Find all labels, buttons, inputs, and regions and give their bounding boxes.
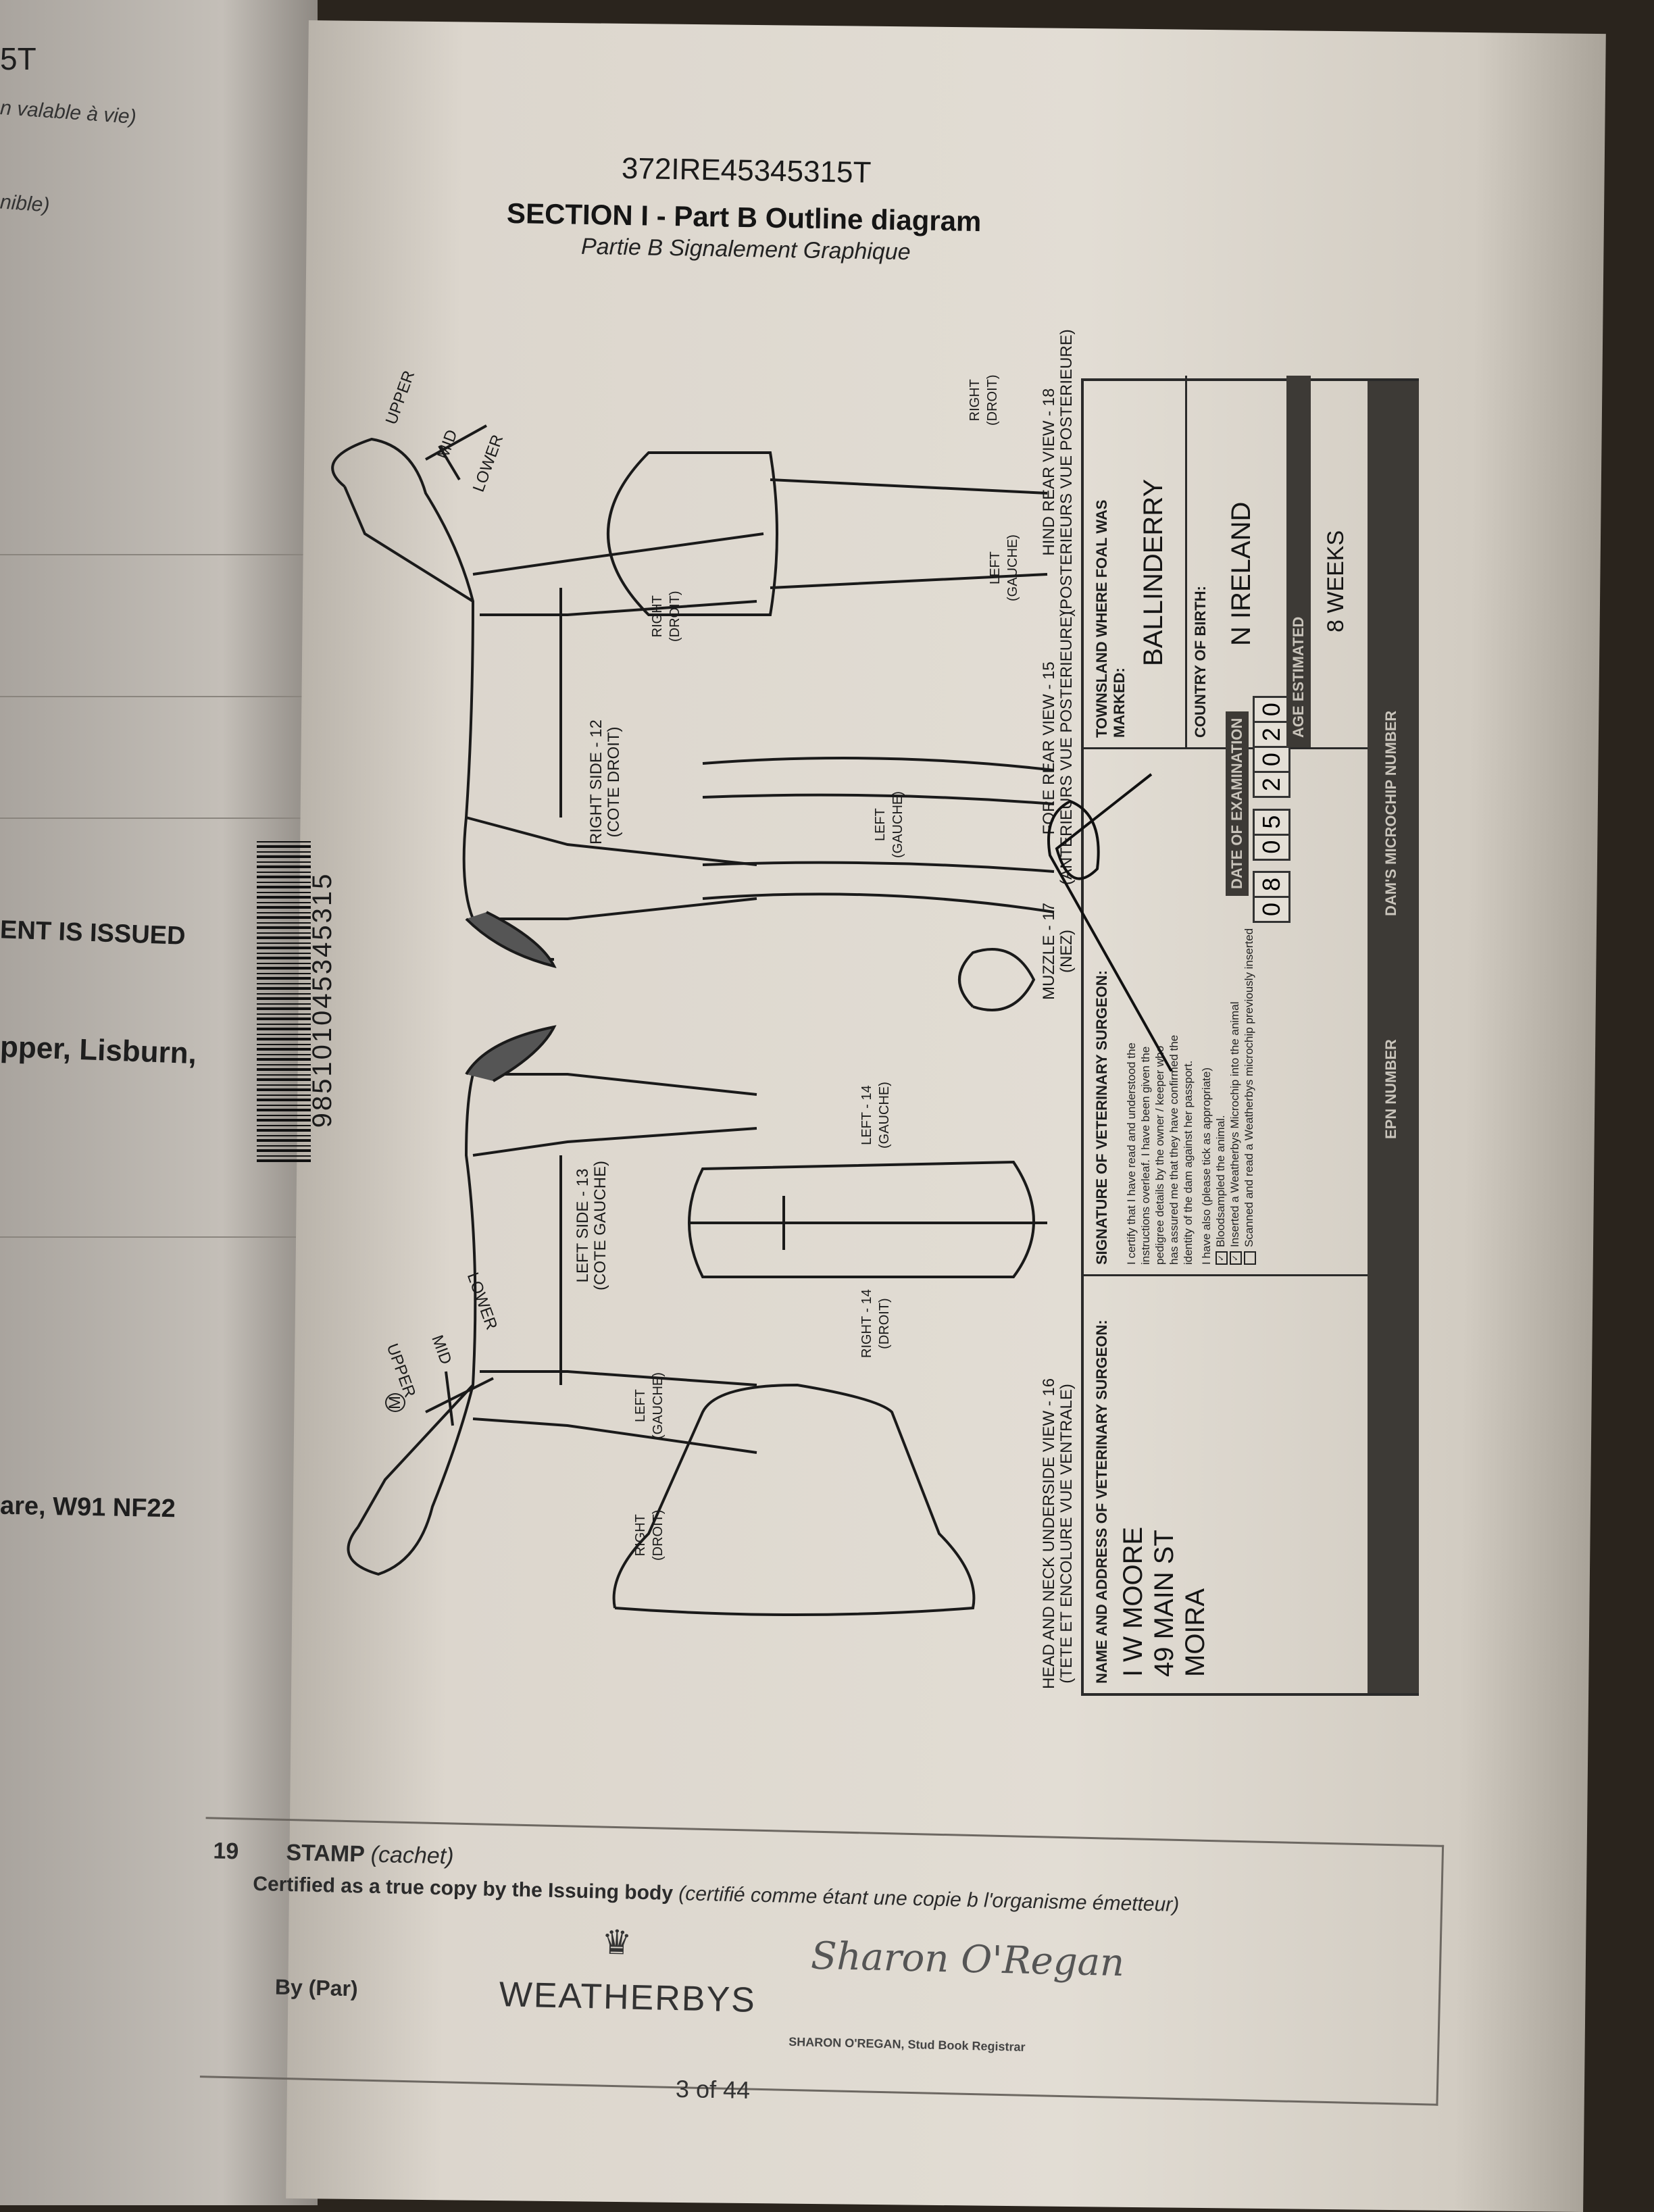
page-number: 3 of 44 bbox=[675, 2075, 751, 2104]
townsland-label: TOWNSLAND WHERE FOAL WAS MARKED: bbox=[1093, 499, 1128, 738]
vet-street: 49 MAIN ST bbox=[1149, 1530, 1179, 1677]
hind-view-label: HIND REAR VIEW - 18(POSTERIEURS VUE POST… bbox=[1040, 329, 1076, 615]
hind-left-label: LEFT(GAUCHE) bbox=[988, 534, 1020, 601]
left-side-tail bbox=[465, 1025, 557, 1082]
hind-right-label: RIGHT(DROIT) bbox=[968, 374, 1000, 426]
by-label: By (Par) bbox=[274, 1974, 359, 2001]
barcode bbox=[257, 838, 311, 1162]
country-label: COUNTRY OF BIRTH: bbox=[1192, 586, 1209, 738]
head-underside-view bbox=[612, 1383, 976, 1616]
age-label: AGE ESTIMATED bbox=[1286, 376, 1311, 747]
head-neck-view-label: HEAD AND NECK UNDERSIDE VIEW - 16(TETE E… bbox=[1040, 1378, 1076, 1689]
left-fragment: nible) bbox=[0, 191, 51, 217]
muzzle-view bbox=[958, 948, 1036, 1011]
bottom-band: EPN NUMBER DAM'S MICROCHIP NUMBER bbox=[1368, 381, 1419, 1693]
tick-microchip-scanned[interactable] bbox=[1243, 1251, 1256, 1265]
top-left-label: LEFT - 14(GAUCHE) bbox=[859, 1082, 892, 1149]
fore-legs-view bbox=[702, 757, 1055, 913]
outline-diagram: 985101045345315 UPPER MID LOWER UPPER MI… bbox=[257, 329, 1419, 1696]
vet-address-cell: NAME AND ADDRESS OF VETERINARY SURGEON: … bbox=[1084, 1274, 1368, 1693]
left-fragment: n valable à vie) bbox=[0, 97, 137, 128]
left-fragment: pper, Lisburn, bbox=[0, 1030, 197, 1071]
head-right-label: RIGHT(DROIT) bbox=[633, 1509, 666, 1561]
left-side-label: LEFT SIDE - 13(COTE GAUCHE) bbox=[574, 1161, 609, 1290]
vet-signature bbox=[1047, 773, 1173, 1072]
right-side-horse bbox=[331, 437, 764, 961]
divider bbox=[0, 554, 311, 555]
barcode-number: 985101045345315 bbox=[307, 872, 337, 1128]
townsland-value: BALLINDERRY bbox=[1138, 478, 1168, 666]
vet-town: MOIRA bbox=[1180, 1588, 1210, 1677]
left-side-horse bbox=[347, 1073, 757, 1576]
microchip-marker: M bbox=[385, 1393, 405, 1412]
head-left-label: LEFT(GAUCHE) bbox=[633, 1372, 666, 1439]
vet-name: I W MOORE bbox=[1118, 1526, 1148, 1677]
birth-details-cell: TOWNSLAND WHERE FOAL WAS MARKED: BALLIND… bbox=[1084, 376, 1368, 747]
document-id: 372IRE45345315T bbox=[621, 151, 872, 190]
fore-right-label: RIGHT(DROIT) bbox=[650, 590, 682, 642]
divider bbox=[1185, 376, 1187, 747]
divider bbox=[0, 818, 311, 819]
top-right-label: RIGHT - 14(DROIT) bbox=[859, 1289, 892, 1358]
tick-microchip-inserted[interactable]: ✓ bbox=[1229, 1251, 1242, 1265]
age-value: 8 WEEKS bbox=[1323, 530, 1349, 632]
country-value: N IRELAND bbox=[1226, 501, 1256, 646]
vet-form: NAME AND ADDRESS OF VETERINARY SURGEON: … bbox=[1047, 376, 1419, 1696]
hind-view bbox=[607, 451, 1048, 616]
tick-bloodsampled[interactable]: ✓ bbox=[1215, 1251, 1228, 1265]
signatory-name: SHARON O'REGAN, Stud Book Registrar bbox=[788, 2034, 1026, 2054]
registrar-signature: Sharon O'Regan bbox=[810, 1934, 1125, 1986]
divider bbox=[0, 1236, 311, 1238]
fore-left-label: LEFT(GAUCHE) bbox=[873, 791, 905, 858]
weatherbys-logo: WEATHERBYS bbox=[499, 1975, 757, 2020]
dam-chip-label: DAM'S MICROCHIP NUMBER bbox=[1382, 710, 1399, 916]
vet-address-label: NAME AND ADDRESS OF VETERINARY SURGEON: bbox=[1093, 1319, 1110, 1684]
right-side-tail bbox=[465, 911, 557, 968]
top-view-body bbox=[688, 1160, 1047, 1278]
right-side-label: RIGHT SIDE - 12(COTE DROIT) bbox=[587, 720, 623, 845]
left-fragment: ENT IS ISSUED bbox=[0, 915, 186, 951]
left-fragment: are, W91 NF22 bbox=[0, 1491, 176, 1524]
crown-logo-icon: ♛ bbox=[601, 1923, 633, 1962]
vet-signature-cell: SIGNATURE OF VETERINARY SURGEON: I certi… bbox=[1047, 696, 1368, 1274]
stamp-section: 19 STAMP (cachet) Certified as a true co… bbox=[199, 1817, 1445, 2106]
stamp-number: 19 bbox=[213, 1838, 239, 1865]
left-fragment: 5T bbox=[0, 41, 36, 76]
divider bbox=[0, 696, 311, 697]
certified-text: Certified as a true copy by the Issuing … bbox=[253, 1872, 1180, 1916]
epn-label: EPN NUMBER bbox=[1382, 1039, 1399, 1139]
horse-sketches bbox=[331, 424, 1055, 1616]
neck-marks bbox=[425, 424, 494, 1426]
stamp-title: STAMP (cachet) bbox=[286, 1839, 454, 1869]
